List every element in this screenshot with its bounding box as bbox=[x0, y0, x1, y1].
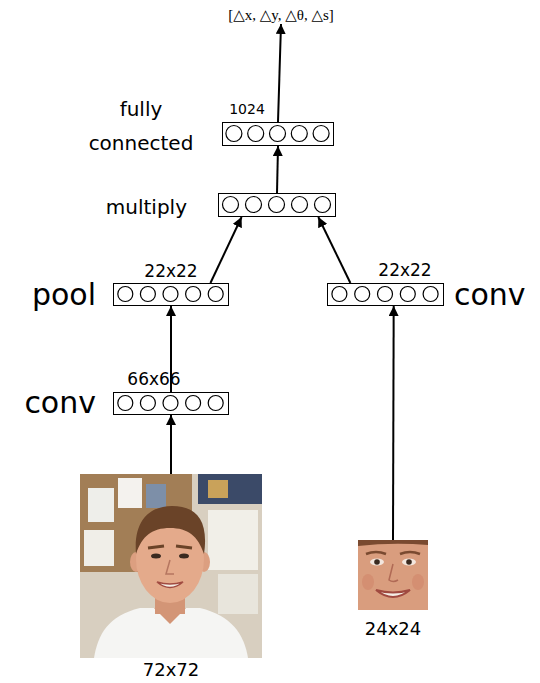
label-holder: multiply bbox=[106, 195, 187, 219]
unit-circle bbox=[208, 396, 223, 411]
unit-circle bbox=[400, 287, 415, 302]
unit-circle bbox=[332, 287, 347, 302]
arrow-connector bbox=[318, 217, 350, 283]
layer-label: multiply bbox=[106, 195, 187, 219]
size-label: 1024 bbox=[229, 101, 265, 118]
unit-row bbox=[219, 194, 334, 215]
unit-row bbox=[328, 284, 442, 304]
label-holder: 72x72 bbox=[143, 659, 199, 681]
layer-label: 72x72 bbox=[143, 659, 199, 681]
label-holder: 22x22 bbox=[378, 260, 431, 280]
label-holder: conv bbox=[24, 385, 96, 421]
unit-row bbox=[223, 123, 332, 144]
unit-circle bbox=[140, 396, 155, 411]
unit-row bbox=[114, 284, 227, 304]
unit-circle bbox=[315, 197, 331, 213]
layer-box: fully connected1024 bbox=[222, 122, 334, 146]
unit-circle bbox=[378, 287, 393, 302]
unit-circle bbox=[163, 396, 178, 411]
unit-circle bbox=[226, 126, 242, 142]
unit-circle bbox=[291, 126, 307, 142]
unit-circle bbox=[355, 287, 370, 302]
layer-box: multiply bbox=[218, 193, 336, 217]
layer-label: conv bbox=[454, 277, 526, 313]
label-holder: 66x66 bbox=[127, 369, 180, 389]
arrow-connector bbox=[277, 146, 278, 193]
layer-label: [△x, △y, △θ, △s] bbox=[228, 6, 334, 24]
unit-circle bbox=[186, 287, 201, 302]
layer-box: pool22x22 bbox=[113, 283, 229, 306]
output-vector: [△x, △y, △θ, △s] bbox=[226, 6, 336, 24]
layer-label: conv bbox=[24, 385, 96, 421]
unit-circle bbox=[270, 126, 286, 142]
layer-label: pool bbox=[32, 277, 96, 313]
label-holder: fully connected bbox=[76, 92, 206, 160]
face-crop-small bbox=[358, 540, 428, 610]
input-image: 72x72 bbox=[80, 474, 262, 658]
unit-row bbox=[114, 393, 227, 413]
size-label: 22x22 bbox=[144, 261, 197, 281]
unit-circle bbox=[246, 197, 262, 213]
face-photo-large bbox=[80, 474, 262, 658]
size-label: 22x22 bbox=[378, 260, 431, 280]
layer-label: fully connected bbox=[76, 92, 206, 160]
arrow-connector bbox=[210, 217, 241, 283]
unit-circle bbox=[118, 396, 133, 411]
unit-circle bbox=[269, 197, 285, 213]
unit-circle bbox=[248, 126, 264, 142]
label-holder: conv bbox=[454, 277, 526, 313]
unit-circle bbox=[313, 126, 329, 142]
unit-circle bbox=[223, 197, 239, 213]
unit-circle bbox=[163, 287, 178, 302]
unit-circle bbox=[118, 287, 133, 302]
arrow-connector bbox=[278, 24, 281, 122]
arrow-connector bbox=[170, 415, 172, 474]
layer-box: conv66x66 bbox=[113, 392, 229, 415]
label-holder: 1024 bbox=[229, 101, 265, 118]
unit-circle bbox=[208, 287, 223, 302]
layer-label: 24x24 bbox=[365, 618, 421, 640]
unit-circle bbox=[140, 287, 155, 302]
input-image: 24x24 bbox=[358, 540, 428, 610]
unit-circle bbox=[423, 287, 438, 302]
label-holder: pool bbox=[32, 277, 96, 313]
unit-circle bbox=[186, 396, 201, 411]
label-holder: 22x22 bbox=[144, 261, 197, 281]
layer-box: conv22x22 bbox=[327, 283, 444, 306]
arrow-connector bbox=[392, 306, 395, 540]
label-holder: [△x, △y, △θ, △s] bbox=[228, 6, 334, 24]
label-holder: 24x24 bbox=[365, 618, 421, 640]
unit-circle bbox=[292, 197, 308, 213]
size-label: 66x66 bbox=[127, 369, 180, 389]
